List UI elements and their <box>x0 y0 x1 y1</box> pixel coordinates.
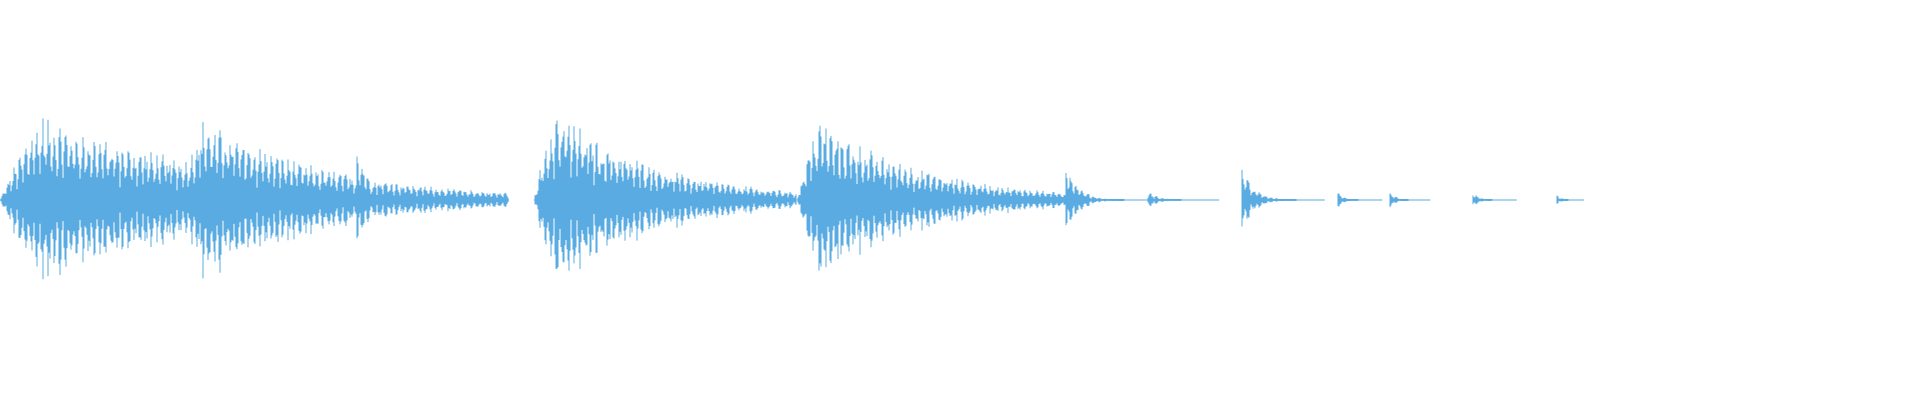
waveform-path <box>0 118 1569 280</box>
waveform-lines <box>0 118 1584 280</box>
